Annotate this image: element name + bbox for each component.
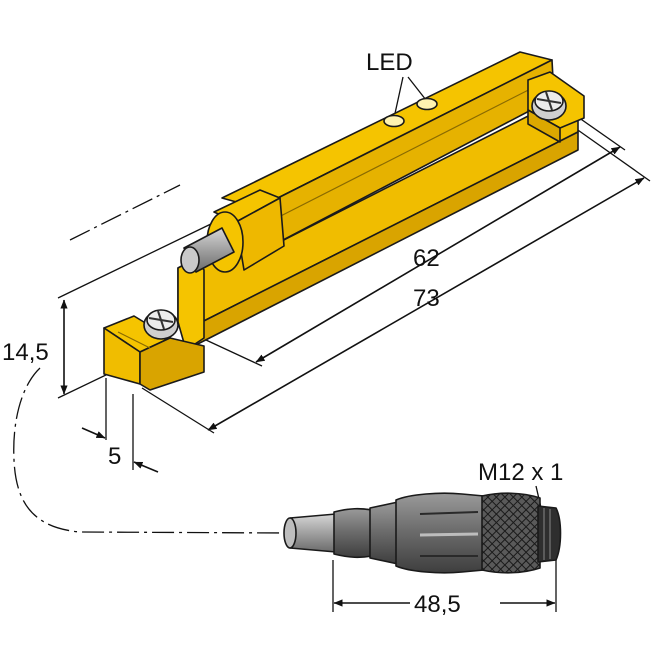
led-label: LED (366, 49, 413, 76)
screw-right (531, 90, 567, 121)
dim-arrow-5-left (81, 427, 106, 439)
left-clamp-side (139, 337, 205, 391)
led-leader-1 (393, 76, 404, 119)
grip-ridge-2 (419, 532, 479, 537)
connector-cable-end (283, 517, 297, 549)
screw-left (143, 309, 179, 340)
ext-line-left-73 (141, 387, 215, 434)
dimension-lines (13, 76, 651, 612)
sensor-housing (103, 51, 585, 391)
dim-line-73 (207, 177, 645, 431)
cable-break-line (69, 184, 181, 241)
housing-groove (264, 77, 553, 225)
thread-label: M12 x 1 (478, 459, 563, 486)
ext-line-bottom-left (57, 373, 109, 399)
m12-connector (283, 492, 562, 574)
cable-stub-end (180, 246, 200, 274)
ext-line-left-62 (205, 339, 263, 367)
dim-arrow-5-right (133, 461, 159, 473)
connector-knurled-nut (481, 492, 541, 574)
right-mount-front (527, 109, 561, 143)
led-indicator-2 (416, 97, 438, 111)
dim-62-label: 62 (413, 245, 440, 272)
led-indicator-1 (383, 114, 405, 128)
connector-cable (289, 513, 337, 553)
left-clamp-slot (117, 331, 151, 349)
led-leader-2 (407, 76, 427, 101)
connector-neck (369, 501, 399, 565)
ext-line-right-73 (574, 127, 651, 182)
dim-48-5-label: 48,5 (414, 591, 461, 618)
connector-strain-relief (333, 507, 373, 559)
dim-5-label: 5 (108, 443, 121, 470)
cable-dashdot-line (13, 367, 289, 534)
dim-73-label: 73 (413, 285, 440, 312)
dim-14-5-label: 14,5 (2, 339, 49, 366)
grip-ridge-1 (419, 511, 479, 515)
ext-line-right-62 (574, 114, 626, 151)
ext-line-top-left (57, 221, 216, 299)
